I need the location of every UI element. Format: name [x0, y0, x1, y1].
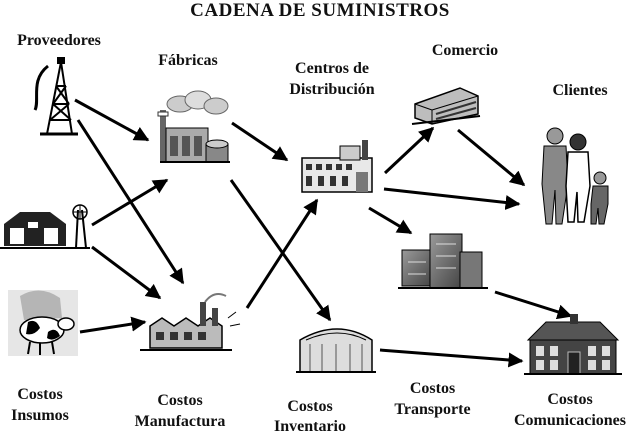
skyscrapers-icon	[398, 233, 488, 289]
arrow-cow-manufactura	[79, 316, 147, 334]
arrow-barn-fabricas	[91, 178, 169, 227]
diagram-title: CADENA DE SUMINISTROS	[190, 0, 450, 21]
arrow-transporte-comunicaciones	[494, 290, 573, 320]
label-clientes: Clientes	[552, 82, 608, 99]
label-costos-inventario-1: Costos	[287, 398, 333, 415]
office-building-icon	[411, 87, 481, 125]
arrow-fabricas-inventario	[229, 179, 332, 322]
cow-icon	[8, 290, 78, 356]
oil-derrick-icon	[33, 57, 78, 136]
arrow-proveedores-fabricas	[74, 98, 150, 142]
arrow-barn-manufactura	[91, 245, 162, 300]
warehouse-icon	[301, 140, 373, 193]
arrow-distribucion-comercio	[383, 126, 435, 175]
factory-smoke-icon	[157, 90, 230, 163]
label-comercio: Comercio	[431, 42, 499, 59]
label-costos-insumos-2: Insumos	[11, 407, 69, 424]
arrow-distribucion-clientes	[383, 187, 521, 210]
barn-icon	[0, 204, 90, 250]
house-icon	[524, 314, 622, 375]
label-centros-line1: Centros de	[295, 60, 369, 77]
label-costos-transporte-1: Costos	[409, 380, 456, 397]
arrow-comercio-clientes	[457, 128, 526, 187]
arrow-manufactura-distribucion	[245, 198, 319, 309]
flow-arrows	[74, 98, 573, 368]
label-costos-manufactura-1: Costos	[157, 392, 203, 409]
label-centros-line2: Distribución	[289, 81, 375, 98]
label-costos-inventario-2: Inventario	[274, 418, 346, 435]
arrow-inventario-comunicaciones	[379, 348, 524, 368]
label-costos-manufactura-2: Manufactura	[134, 413, 226, 430]
label-costos-comunicaciones-1: Costos	[547, 391, 593, 408]
label-fabricas: Fábricas	[158, 52, 218, 69]
label-costos-transporte-2: Transporte	[394, 401, 471, 418]
storage-shed-icon	[296, 328, 376, 373]
label-costos-comunicaciones-2: Comunicaciones	[514, 412, 626, 429]
family-icon	[541, 127, 609, 225]
label-proveedores: Proveedores	[17, 32, 101, 49]
label-costos-insumos-1: Costos	[17, 386, 63, 403]
arrow-fabricas-distribucion	[231, 121, 289, 162]
manufacturing-plant-icon	[140, 293, 241, 351]
arrow-distribucion-transporte	[368, 206, 413, 235]
